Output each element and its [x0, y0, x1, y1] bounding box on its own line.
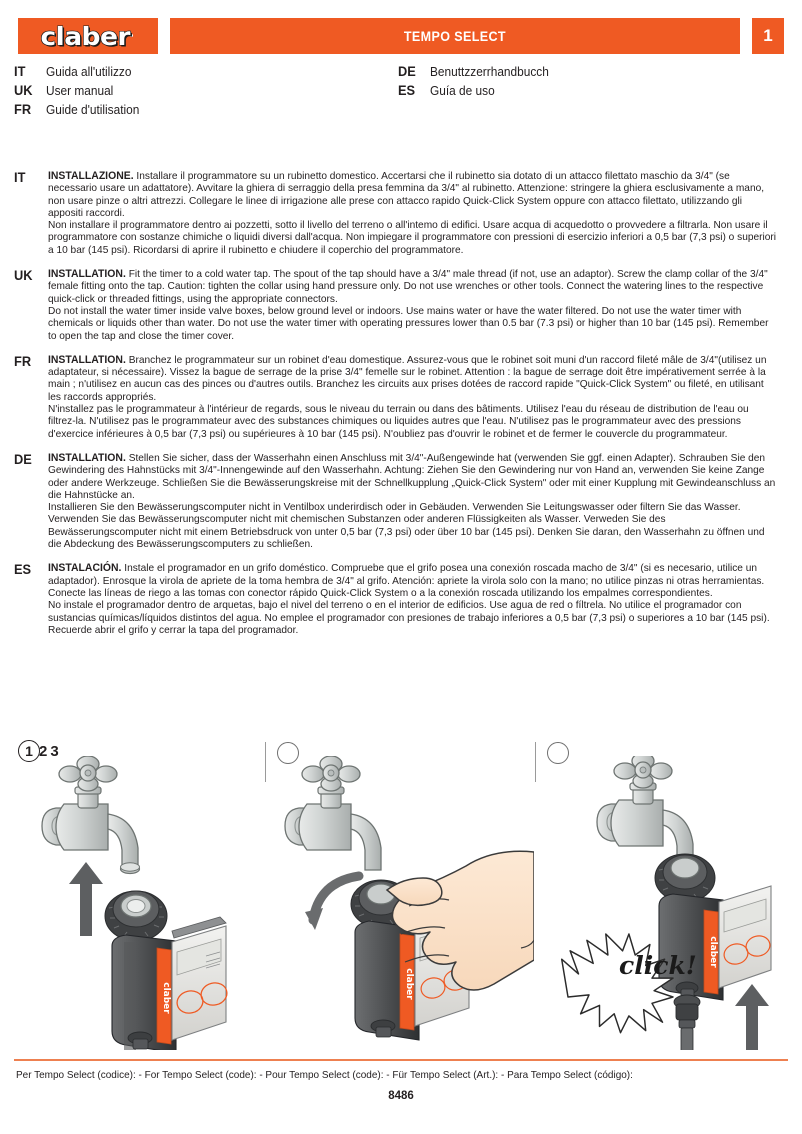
figure-divider	[265, 742, 266, 782]
language-label: User manual	[46, 84, 114, 98]
section-lead: INSTALLATION.	[48, 268, 126, 281]
section-language-code: UK	[14, 268, 33, 284]
language-code: UK	[14, 83, 33, 98]
page-header: claber TEMPO SELECT 1	[0, 18, 802, 54]
step-badge-1: 1	[18, 740, 40, 762]
figure-panel-1: 1 2 3	[14, 738, 264, 1050]
section-paragraph-text: Installare il programmatore su un rubine…	[48, 171, 765, 219]
language-code: FR	[14, 102, 32, 117]
step-badge-circle-empty	[277, 742, 299, 764]
svg-text:claber: claber	[404, 968, 414, 1000]
language-list-right: DE Benuttzzerrhandbucch ES Guía de uso	[398, 64, 728, 102]
figure-panel-3: claber click!	[539, 738, 788, 1050]
click-label: click!	[619, 951, 697, 980]
language-row: UK User manual	[14, 83, 344, 102]
page-number-badge: 1	[752, 18, 784, 54]
instruction-section-uk: UK INSTALLATION. Fit the timer to a cold…	[0, 268, 802, 343]
section-body: INSTALLATION. Stellen Sie sicher, dass d…	[48, 452, 777, 551]
figure-tap-and-timer-approach: claber	[41, 756, 228, 1050]
language-row: DE Benuttzzerrhandbucch	[398, 64, 728, 83]
section-lead: INSTALACIÓN.	[48, 562, 122, 575]
section-body: INSTALLATION. Branchez le programmateur …	[48, 354, 777, 441]
step-badge-3: 3	[50, 742, 59, 760]
footer-divider	[14, 1059, 788, 1061]
figure-hand-tightening-collar: claber	[284, 756, 534, 1041]
brand-name: claber	[40, 21, 131, 51]
section-language-code: FR	[14, 353, 32, 369]
svg-text:claber: claber	[708, 936, 718, 968]
instruction-section-it: IT INSTALLAZIONE. Installare il programm…	[0, 170, 802, 257]
figure-divider	[535, 742, 536, 782]
section-paragraph: INSTALLATION. Branchez le programmateur …	[48, 354, 777, 404]
language-label: Guida all'utilizzo	[46, 65, 132, 79]
footer-product-codes-label: Per Tempo Select (codice): - For Tempo S…	[16, 1070, 633, 1081]
instruction-section-fr: FR INSTALLATION. Branchez le programmate…	[0, 354, 802, 441]
section-paragraph: Do not install the water timer inside va…	[48, 305, 769, 342]
section-body: INSTALLATION. Fit the timer to a cold wa…	[48, 268, 777, 343]
language-row: ES Guía de uso	[398, 83, 728, 102]
section-paragraph: INSTALACIÓN. Instale el programador en u…	[48, 562, 777, 600]
section-paragraph-text: Stellen Sie sicher, dass der Wasserhahn …	[48, 452, 776, 501]
instruction-sections: IT INSTALLAZIONE. Installare il programm…	[0, 170, 802, 648]
section-paragraph: Non installare il programmatore dentro a…	[48, 220, 777, 256]
section-paragraph: INSTALLATION. Fit the timer to a cold wa…	[48, 268, 777, 306]
page-number: 1	[763, 26, 773, 45]
section-body: INSTALACIÓN. Instale el programador en u…	[48, 562, 777, 637]
section-paragraph: INSTALLATION. Stellen Sie sicher, dass d…	[48, 452, 777, 502]
section-paragraph: Installieren Sie den Bewässerungscompute…	[48, 502, 765, 551]
language-label: Guide d'utilisation	[46, 103, 140, 117]
section-paragraph: INSTALLAZIONE. Installare il programmato…	[48, 170, 777, 220]
language-code: ES	[398, 83, 416, 98]
figure-quick-click-connection: claber click!	[560, 756, 772, 1050]
section-lead: INSTALLATION.	[48, 451, 126, 464]
language-row: IT Guida all'utilizzo	[14, 64, 344, 83]
page-title: TEMPO SELECT	[403, 28, 507, 44]
section-paragraph-text: Fit the timer to a cold water tap. The s…	[48, 269, 768, 305]
language-list-left: IT Guida all'utilizzo UK User manual FR …	[14, 64, 344, 121]
claber-logo: claber	[18, 18, 158, 54]
illustration-row: 1 2 3	[14, 738, 788, 1050]
figure-panel-2: claber	[269, 738, 534, 1050]
logo-dot	[129, 33, 133, 37]
step-badge-2: 2	[39, 742, 48, 760]
section-lead: INSTALLATION.	[48, 353, 126, 366]
language-row: FR Guide d'utilisation	[14, 102, 344, 121]
section-paragraph-text: Branchez le programmateur sur un robinet…	[48, 354, 767, 403]
section-paragraph: N'installez pas le programmateur à l'int…	[48, 404, 749, 440]
footer-product-code: 8486	[388, 1090, 414, 1102]
section-body: INSTALLAZIONE. Installare il programmato…	[48, 170, 777, 257]
instruction-section-de: DE INSTALLATION. Stellen Sie sicher, das…	[0, 452, 802, 551]
section-lead: INSTALLAZIONE.	[48, 170, 134, 182]
product-title-bar: TEMPO SELECT	[170, 18, 740, 54]
step-badge-circle-empty	[547, 742, 569, 764]
language-label: Benuttzzerrhandbucch	[430, 65, 549, 79]
section-language-code: DE	[14, 451, 32, 467]
section-paragraph: No instale el programador dentro de arqu…	[48, 600, 770, 636]
language-code: IT	[14, 64, 26, 79]
language-label: Guía de uso	[430, 84, 495, 98]
section-paragraph-text: Instale el programador en un grifo domés…	[48, 563, 765, 599]
instruction-section-es: ES INSTALACIÓN. Instale el programador e…	[0, 562, 802, 637]
language-code: DE	[398, 64, 416, 79]
section-language-code: ES	[14, 562, 32, 578]
step-badges: 1 2 3	[18, 740, 60, 762]
svg-text:claber: claber	[161, 982, 171, 1014]
section-language-code: IT	[14, 170, 26, 185]
